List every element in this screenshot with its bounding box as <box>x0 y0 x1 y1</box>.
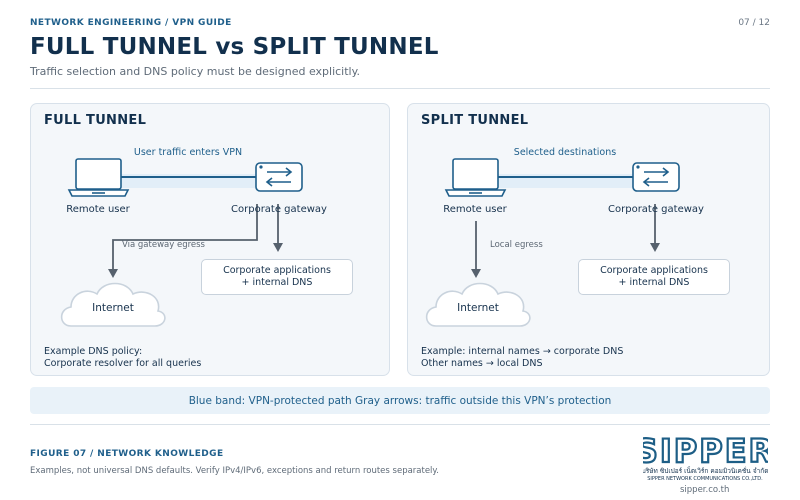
gateway-label: Corporate gateway <box>608 204 704 215</box>
remote-user-label: Remote user <box>66 204 130 215</box>
page-subtitle: Traffic selection and DNS policy must be… <box>30 65 361 78</box>
footer-divider <box>30 424 770 425</box>
apps-line-2: + internal DNS <box>618 277 690 288</box>
gateway-switch-icon <box>632 162 680 192</box>
apps-line-1: Corporate applications <box>223 265 331 276</box>
laptop-icon <box>67 158 130 197</box>
website-link[interactable]: sipper.co.th <box>680 485 730 495</box>
arrow-down-icon <box>273 204 283 252</box>
policy-line-2: Other names → local DNS <box>421 358 543 369</box>
egress-label: Local egress <box>490 240 543 250</box>
header-divider <box>30 88 770 89</box>
legend-text: Blue band: VPN-protected path Gray arrow… <box>188 394 612 407</box>
egress-label: Via gateway egress <box>122 240 205 250</box>
corporate-apps-box: Corporate applications + internal DNS <box>578 259 730 295</box>
internet-label: Internet <box>457 302 499 314</box>
page-number: 07 / 12 <box>738 18 770 28</box>
remote-user-label: Remote user <box>443 204 507 215</box>
page-title: FULL TUNNEL vs SPLIT TUNNEL <box>30 34 439 60</box>
internet-label: Internet <box>92 302 134 314</box>
dns-policy: Example: internal names → corporate DNS … <box>421 346 623 370</box>
full-tunnel-panel: FULL TUNNEL Us <box>30 103 390 376</box>
cloud-icon <box>425 282 531 327</box>
flow-label: Selected destinations <box>513 147 617 158</box>
cloud-icon <box>60 282 166 327</box>
flow-label: User traffic enters VPN <box>133 147 243 158</box>
arrow-down-icon <box>650 204 660 252</box>
local-egress-arrow <box>471 221 481 278</box>
dns-policy: Example DNS policy: Corporate resolver f… <box>44 346 201 370</box>
corporate-apps-box: Corporate applications + internal DNS <box>201 259 353 295</box>
panel-title: SPLIT TUNNEL <box>421 113 529 128</box>
section-label: NETWORK ENGINEERING / VPN GUIDE <box>30 18 232 28</box>
policy-line-2: Corporate resolver for all queries <box>44 358 202 369</box>
laptop-icon <box>444 158 507 197</box>
full-tunnel-diagram <box>60 158 303 327</box>
split-tunnel-diagram <box>425 158 680 327</box>
footnote: Examples, not universal DNS defaults. Ve… <box>30 466 439 476</box>
company-logo: SIPPER บริษัท ซิปเปอร์ เน็ตเวิร์ก คอมมิว… <box>643 431 768 482</box>
gateway-label: Corporate gateway <box>231 204 327 215</box>
logo-wordmark: SIPPER <box>643 432 768 470</box>
legend-band: Blue band: VPN-protected path Gray arrow… <box>30 387 770 414</box>
split-tunnel-panel: SPLIT TUNNEL Selected destinations Remot… <box>407 103 770 376</box>
policy-line-1: Example: internal names → corporate DNS <box>421 346 624 357</box>
figure-label: FIGURE 07 / NETWORK KNOWLEDGE <box>30 449 224 459</box>
logo-thai-name: บริษัท ซิปเปอร์ เน็ตเวิร์ก คอมมิวนิเคชั่… <box>643 466 768 475</box>
policy-line-1: Example DNS policy: <box>44 346 143 357</box>
apps-line-1: Corporate applications <box>600 265 708 276</box>
panel-title: FULL TUNNEL <box>44 113 147 128</box>
apps-line-2: + internal DNS <box>241 277 313 288</box>
gateway-switch-icon <box>255 162 303 192</box>
egress-arrow <box>108 204 258 278</box>
logo-english-name: SIPPER NETWORK COMMUNICATIONS CO.,LTD. <box>647 476 763 482</box>
